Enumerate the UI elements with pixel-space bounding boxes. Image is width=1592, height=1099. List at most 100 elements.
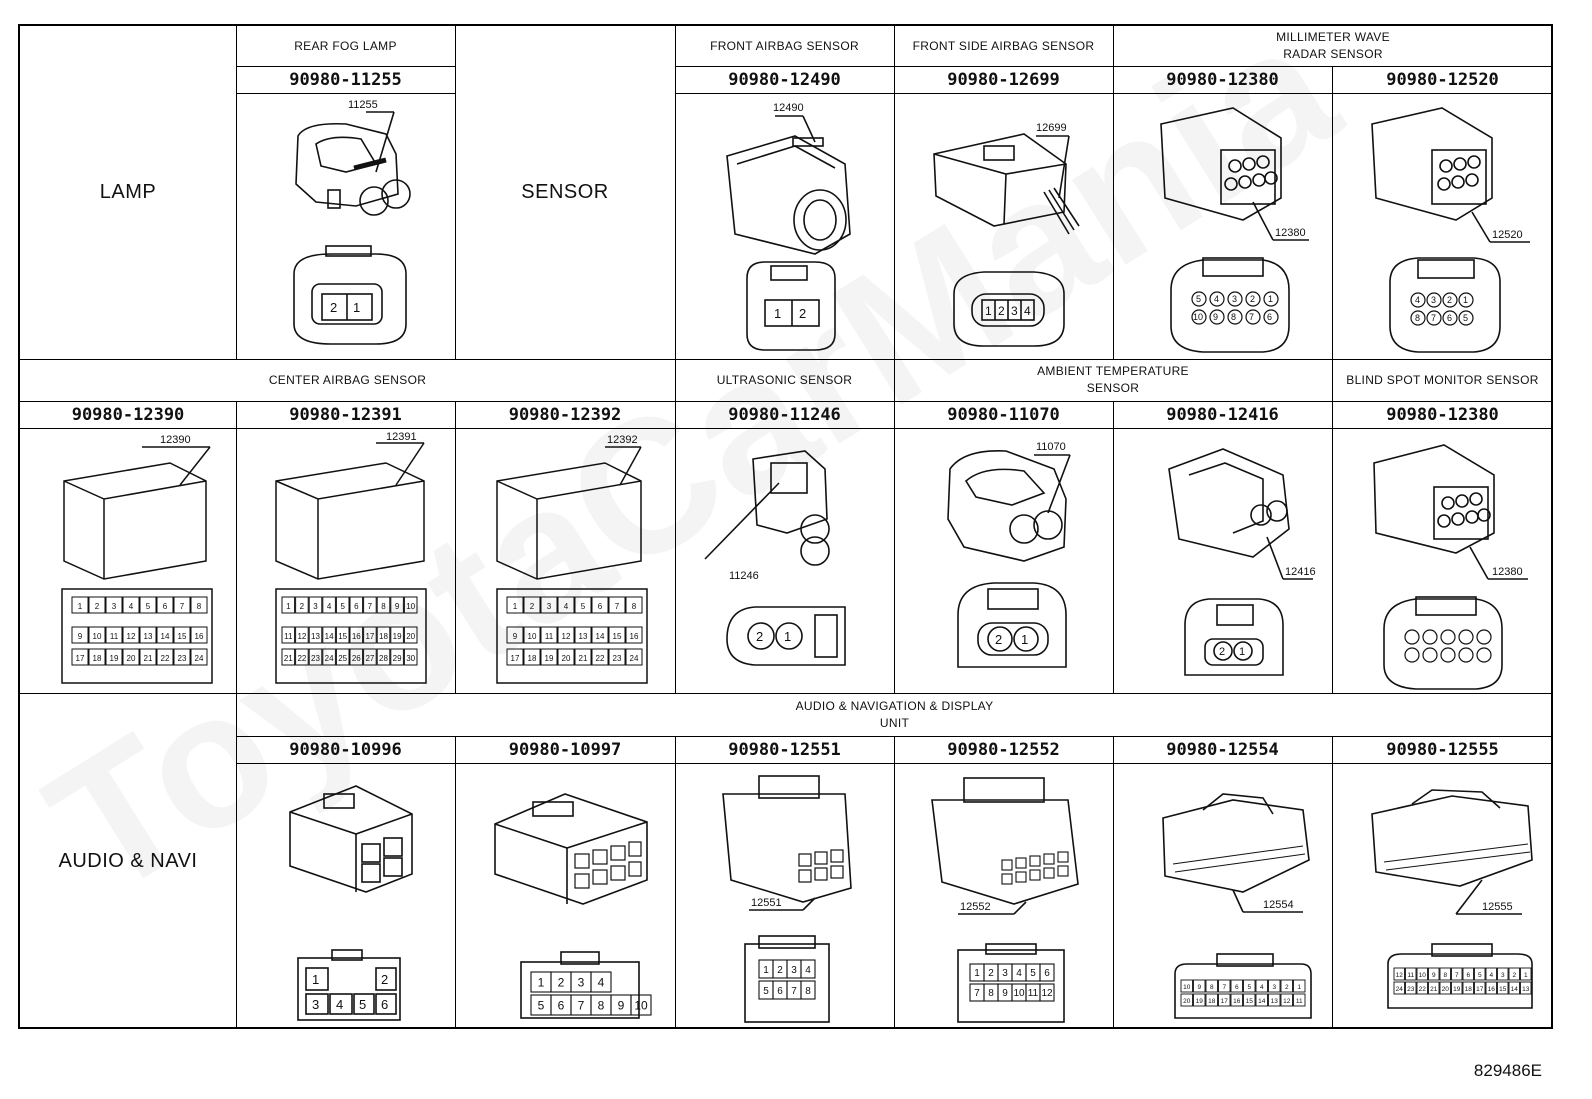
pin-cell (363, 626, 377, 644)
pin-cell (71, 648, 89, 666)
pin-cell (156, 596, 174, 614)
pin-cell (574, 648, 592, 666)
pin-label: 10 (528, 632, 537, 641)
pin-cell (1280, 993, 1293, 1007)
pin-cell (139, 648, 157, 666)
pin-cell (1462, 967, 1474, 981)
col-divider (1113, 401, 1114, 693)
pin-label: 4 (598, 975, 605, 989)
pin-label: 1 (353, 300, 360, 315)
pin-label: 3 (1431, 295, 1436, 305)
pin-cell (156, 648, 174, 666)
pin-label: 21 (144, 654, 153, 663)
pin-cell (1439, 967, 1451, 981)
pin-label: 12 (297, 632, 306, 641)
pin-label: 3 (578, 975, 585, 989)
pin-label: 7 (615, 602, 620, 611)
pin-label: 30 (406, 654, 415, 663)
pin-label: 7 (1222, 984, 1226, 991)
pin-label: 13 (1271, 998, 1279, 1005)
pin-label: 6 (1235, 984, 1239, 991)
col-divider (236, 693, 237, 1029)
pin-label: 26 (352, 654, 361, 663)
connector-drawing-12380: 12380 5 4 3 2 1 10 9 8 7 6 (1113, 94, 1332, 359)
pin-label: 1 (1297, 984, 1301, 991)
pin-label: 16 (630, 632, 639, 641)
pin-label: 3 (547, 602, 552, 611)
pin-label: 5 (581, 602, 586, 611)
pin-label: 7 (974, 988, 980, 999)
callout-label: 12699 (1036, 122, 1067, 134)
col-divider (455, 401, 456, 693)
pin-cell (376, 626, 391, 644)
pin-label: 4 (1415, 295, 1420, 305)
figure-code: 829486E (1473, 1061, 1542, 1080)
pin-label: 2 (381, 972, 388, 987)
part-number: 90980-12392 (508, 404, 622, 425)
pin-cell (590, 971, 612, 993)
pin-label: 2 (756, 629, 763, 644)
pin-cell (523, 626, 541, 644)
pin-cell (1497, 981, 1509, 995)
pin-label: 8 (197, 602, 202, 611)
pin-cell (1193, 993, 1206, 1007)
pin-label: 2 (988, 968, 994, 979)
pin-cell (322, 648, 336, 666)
pin-label: 11 (110, 632, 119, 641)
pin-cell (403, 596, 418, 614)
pin-cell (1293, 979, 1306, 993)
part-number: 90980-10997 (508, 739, 622, 760)
pin-label: 9 (1197, 984, 1201, 991)
callout-label: 12392 (607, 434, 638, 446)
part-number: 90980-12380 (1386, 404, 1499, 425)
callout-label: 12416 (1285, 566, 1316, 578)
pin-label: 1 (774, 306, 781, 321)
group-front-side-airbag-sensor: FRONT SIDE AIRBAG SENSOR (912, 38, 1095, 53)
part-number: 90980-12416 (1166, 404, 1279, 425)
pin-cell (173, 648, 191, 666)
pin-cell (1485, 981, 1497, 995)
part-number: 90980-12390 (71, 404, 185, 425)
pin-cell (363, 648, 377, 666)
group-line: RADAR SENSOR (1283, 47, 1383, 61)
pin-cell (295, 648, 309, 666)
col-divider (455, 736, 456, 1029)
pin-label: 10 (1419, 972, 1427, 979)
pin-label: 24 (630, 654, 639, 663)
group-center-airbag-sensor: CENTER AIRBAG SENSOR (268, 372, 427, 387)
part-number: 90980-12555 (1386, 739, 1499, 760)
pin-cell (625, 596, 643, 614)
callout-label: 12380 (1492, 566, 1523, 578)
pin-label: 5 (538, 998, 545, 1012)
pin-label: 7 (1455, 972, 1459, 979)
pin-label: 7 (368, 602, 373, 611)
pin-label: 4 (1214, 294, 1219, 304)
pin-label: 9 (1432, 972, 1436, 979)
pin-label: 2 (777, 965, 783, 976)
pin-label: 12 (1396, 972, 1404, 979)
pin-label: 12 (1041, 988, 1053, 999)
pin-label: 23 (613, 654, 622, 663)
pin-label: 17 (511, 654, 520, 663)
group-line: AUDIO & NAVIGATION & DISPLAY (795, 698, 994, 713)
pin-label: 8 (988, 988, 994, 999)
pin-cell (1508, 981, 1520, 995)
pin-label: 9 (513, 632, 518, 641)
pin-label: 18 (528, 654, 537, 663)
pin-label: 2 (1512, 972, 1516, 979)
pin-label: 11 (1296, 998, 1303, 1005)
col-divider (675, 359, 676, 693)
pin-label: 6 (777, 986, 783, 997)
callout-label: 11255 (348, 99, 378, 111)
pin-cell (1193, 979, 1206, 993)
pin-cell (122, 648, 140, 666)
pin-cell (1218, 979, 1231, 993)
part-number: 90980-11255 (289, 69, 402, 90)
part-number: 90980-12520 (1386, 69, 1499, 90)
pin-cell (1255, 979, 1268, 993)
pin-label: 6 (163, 602, 168, 611)
callout-label: 11070 (1036, 441, 1066, 453)
pin-label: 7 (1431, 313, 1436, 323)
pin-cell (1428, 967, 1440, 981)
